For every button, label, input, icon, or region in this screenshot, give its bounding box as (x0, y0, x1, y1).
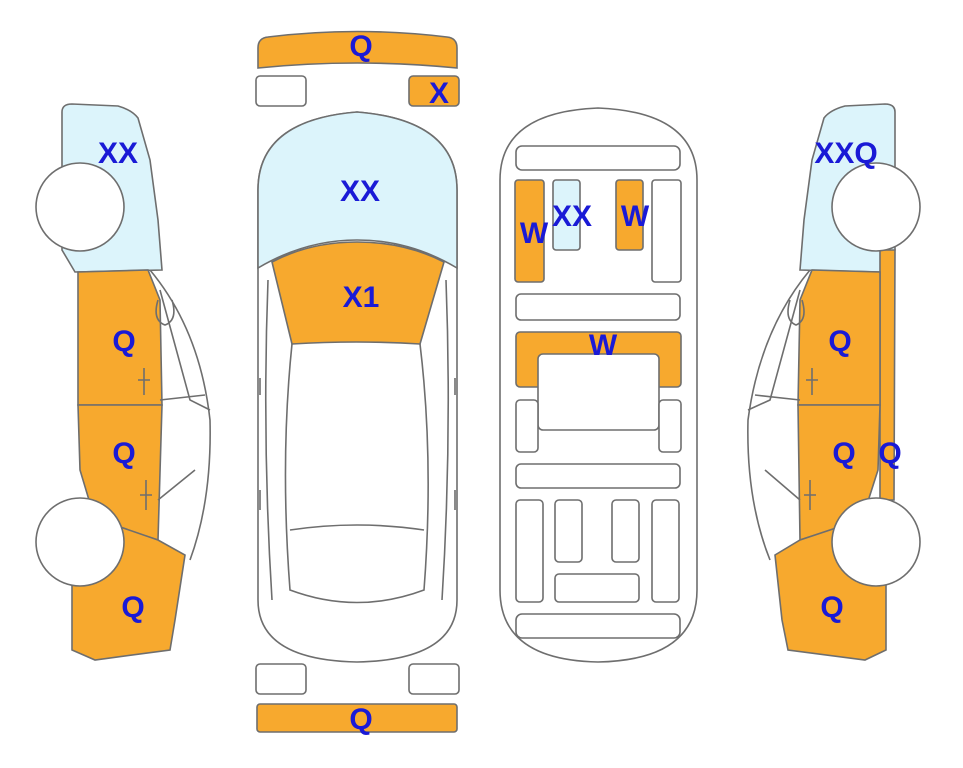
interior-left-front-seat-label: W (520, 217, 549, 250)
top-rear-right-light (408, 663, 460, 695)
top-rear-bumper-label: Q (349, 703, 372, 736)
right-side-front-handle (806, 368, 818, 395)
right-side-front-wheel (831, 162, 921, 252)
top-door-marks (259, 378, 456, 510)
right-side-pillar-strip-label: Q (878, 437, 901, 470)
top-hood (271, 241, 445, 345)
interior-middle-bar (515, 293, 681, 321)
interior-cargo-left (515, 499, 544, 603)
interior-cargo-right (651, 499, 680, 603)
interior-trunk-bar (515, 613, 681, 639)
interior-dashboard (515, 145, 681, 171)
interior-center-console-label: XX (552, 200, 592, 233)
left-side-body-outline (149, 269, 211, 561)
interior-cargo-slot-1 (554, 499, 583, 563)
top-front-bumper-label: Q (349, 30, 372, 63)
left-side-front-wheel (35, 162, 125, 252)
left-side-rear-quarter-label: Q (121, 591, 144, 624)
right-side-front-door-label: Q (828, 325, 851, 358)
left-side-rear-wheel (35, 497, 125, 587)
interior-right-rear-panel (658, 399, 682, 453)
top-view: Q X XX X1 Q (255, 30, 460, 736)
top-windshield (257, 111, 458, 270)
top-front-right-light (408, 75, 460, 107)
right-side-rear-handle (804, 480, 816, 510)
interior-cargo-bar (515, 463, 681, 489)
interior-right-front-seat-label: W (621, 200, 650, 233)
right-side-body-outline (747, 269, 811, 561)
right-side-rear-wheel (831, 497, 921, 587)
left-side-front-door-label: Q (112, 325, 135, 358)
left-side-view: XX Q Q Q (35, 103, 211, 661)
right-side-window-label: XXQ (814, 137, 877, 170)
right-side-front-door (797, 269, 881, 406)
left-side-rear-handle (140, 480, 152, 510)
left-side-front-handle (138, 368, 150, 395)
interior-right-front-seat (615, 179, 644, 251)
top-cabin-outline (264, 279, 450, 604)
right-side-front-quarter-label: Q (820, 591, 843, 624)
interior-left-rear-panel (515, 399, 539, 453)
top-windshield-label: XX (340, 175, 380, 208)
left-side-rear-door-label: Q (112, 437, 135, 470)
left-side-window-label: XX (98, 137, 138, 170)
interior-cargo-tray (554, 573, 640, 603)
interior-rear-floor (537, 353, 660, 431)
right-side-rear-door-label: Q (832, 437, 855, 470)
interior-view: W XX W W (499, 107, 698, 663)
top-front-right-light-label: X (429, 77, 449, 110)
left-side-front-door (77, 269, 163, 406)
interior-cargo-slot-2 (611, 499, 640, 563)
interior-right-door-panel (651, 179, 682, 283)
top-rear-bumper (256, 703, 458, 733)
top-front-left-light (255, 75, 307, 107)
top-rear-left-light (255, 663, 307, 695)
top-hood-label: X1 (343, 281, 380, 314)
top-front-bumper (257, 30, 458, 69)
interior-rear-bench-label: W (589, 329, 618, 362)
right-side-view: XXQ Q Q Q Q (747, 103, 921, 661)
interior-center-console (552, 179, 581, 251)
interior-left-front-seat (514, 179, 545, 283)
